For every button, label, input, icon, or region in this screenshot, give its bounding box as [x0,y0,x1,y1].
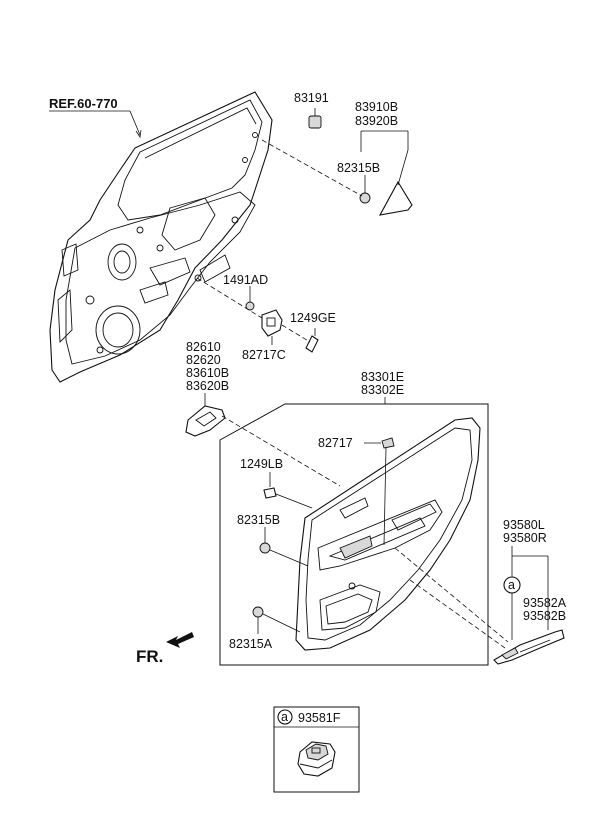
part-83191 [308,108,322,129]
part-93581F-box: a 93581F [273,706,360,793]
part-door-trim-panel [295,417,481,651]
part-82717C-bracket [261,309,283,337]
label-93582B: 93582B [523,609,566,623]
part-82315B-top [359,175,371,204]
part-1491AD-nut [245,286,255,311]
label-82717: 82717 [318,436,353,450]
part-83910B-delta-cover [360,130,413,216]
fr-label: FR. [136,647,163,666]
part-switch-bezel [493,629,565,665]
label-83920B: 83920B [355,114,398,128]
label-82315B-mid: 82315B [237,513,280,527]
door-inner-panel [49,91,273,383]
part-82315A [252,606,301,634]
label-1249LB: 1249LB [240,457,283,471]
label-93580R: 93580R [503,531,547,545]
part-1249GE-bolt [305,328,319,353]
label-83301E: 83301E [361,370,404,384]
label-82717C: 82717C [242,348,286,362]
label-1249GE: 1249GE [290,311,336,325]
label-93580L: 93580L [503,518,545,532]
part-82717-clip [364,437,395,546]
label-1491AD: 1491AD [223,273,268,287]
part-inside-handle [185,393,226,437]
trim-panel-box [219,403,489,666]
label-82315A: 82315A [229,637,273,651]
label-83620B: 83620B [186,379,229,393]
label-93582A: 93582A [523,596,567,610]
callout-a-label: a [508,578,515,592]
label-83610B: 83610B [186,366,229,380]
front-arrow-icon [166,632,194,648]
label-83302E: 83302E [361,383,404,397]
part-82315B-mid [259,527,309,567]
label-83910B: 83910B [355,100,398,114]
callout-a-box-label: a [281,710,288,724]
front-direction-indicator: FR. [136,632,194,666]
label-82620: 82620 [186,353,221,367]
part-1249LB-screw [263,472,313,509]
label-83191: 83191 [294,91,329,105]
label-93581F: 93581F [298,711,341,725]
label-82610: 82610 [186,340,221,354]
ref-label: REF.60-770 [49,96,118,111]
label-82315B-top: 82315B [337,161,380,175]
